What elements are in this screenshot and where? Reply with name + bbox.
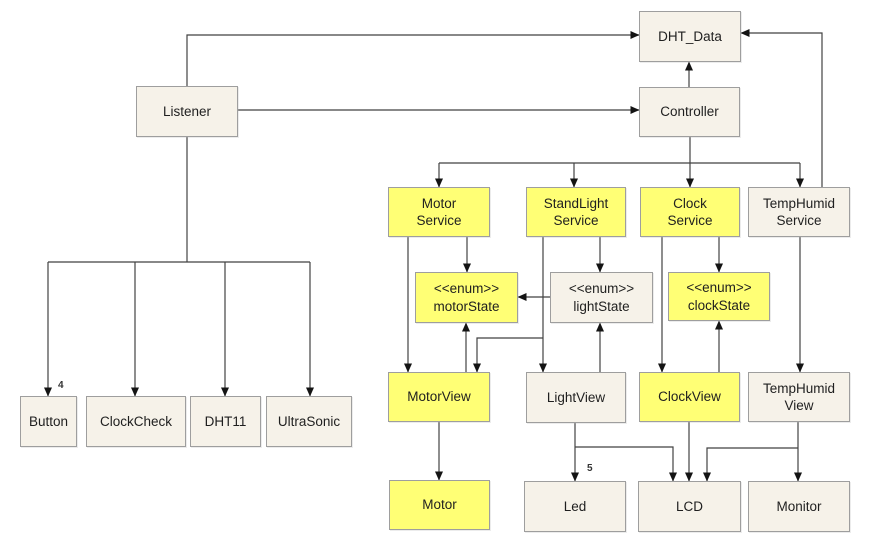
node-temphumid-service[interactable]: TempHumid Service: [748, 187, 850, 237]
node-clock-view[interactable]: ClockView: [639, 372, 740, 422]
node-standlight-service[interactable]: StandLight Service: [526, 187, 626, 237]
node-clock-service[interactable]: Clock Service: [640, 187, 740, 237]
node-light-state[interactable]: <<enum>> lightState: [550, 272, 653, 323]
node-light-view[interactable]: LightView: [526, 372, 626, 423]
multiplicity-5-label: 5: [587, 463, 593, 474]
multiplicity-4-label: 4: [58, 380, 64, 391]
edge-standlightservice-to-motorview: [473, 337, 543, 373]
edge-listener-to-dhtdata: [186, 31, 640, 86]
node-led[interactable]: Led: [524, 481, 626, 532]
node-motor[interactable]: Motor: [389, 480, 490, 530]
node-motor-service[interactable]: Motor Service: [388, 187, 490, 237]
node-dht-data[interactable]: DHT_Data: [639, 11, 741, 62]
node-temphumid-view[interactable]: TempHumid View: [748, 372, 850, 422]
node-ultrasonic[interactable]: UltraSonic: [266, 396, 352, 447]
node-motor-state[interactable]: <<enum>> motorState: [415, 272, 518, 323]
node-button[interactable]: Button: [20, 396, 77, 447]
edge-temphumidservice-to-dhtdata: [740, 29, 823, 187]
node-lcd[interactable]: LCD: [638, 481, 741, 532]
node-monitor[interactable]: Monitor: [748, 481, 850, 532]
node-listener[interactable]: Listener: [136, 86, 238, 137]
node-clock-state[interactable]: <<enum>> clockState: [668, 272, 770, 321]
node-dht11[interactable]: DHT11: [190, 396, 261, 447]
node-controller[interactable]: Controller: [639, 87, 740, 137]
node-clockcheck[interactable]: ClockCheck: [86, 396, 186, 447]
edge-temphumidview-to-lcd: [703, 447, 798, 482]
node-motor-view[interactable]: MotorView: [388, 372, 490, 422]
